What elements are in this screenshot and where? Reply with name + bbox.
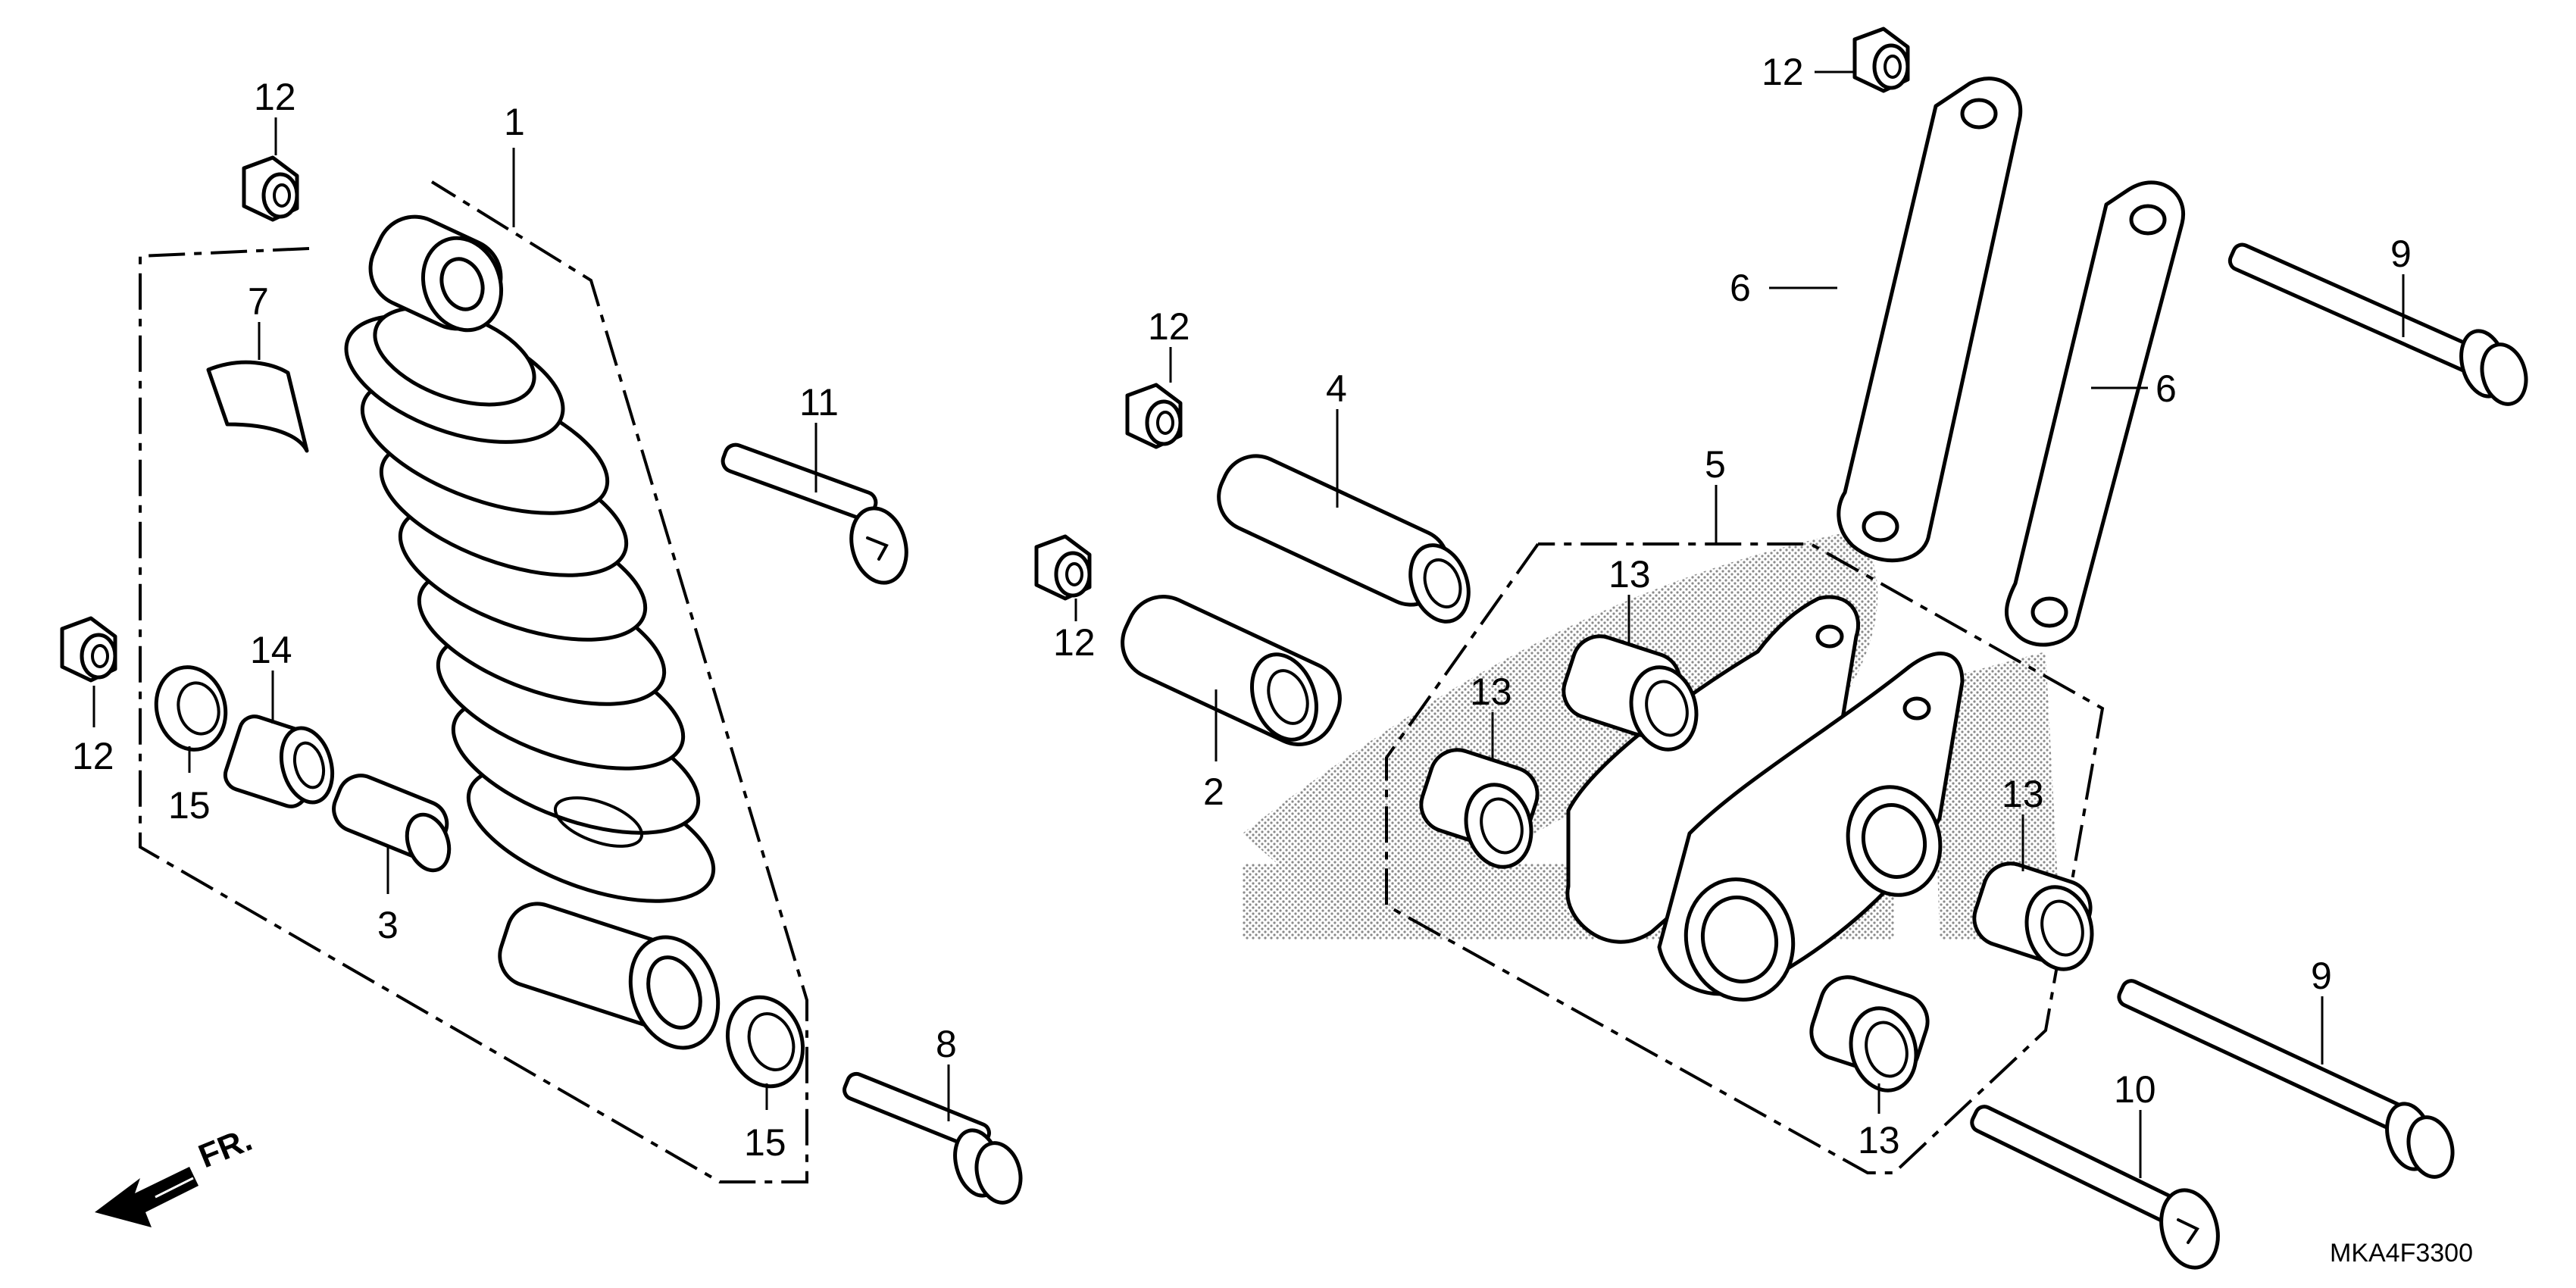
label-sticker (206, 360, 309, 453)
callout-4: 4 (1326, 367, 1347, 410)
dust-seal-left (154, 665, 228, 752)
callout-9-bottom: 9 (2311, 955, 2332, 997)
collar-2 (1121, 595, 1342, 746)
collar-short (332, 774, 452, 873)
direction-label: FR. (193, 1121, 257, 1175)
callout-13-bottom: 13 (1858, 1119, 1900, 1161)
callout-12-top-left: 12 (254, 76, 296, 118)
callout-15-left: 15 (168, 784, 211, 827)
callout-12-top-right: 12 (1762, 51, 1804, 93)
dust-seal-bottom (725, 995, 805, 1089)
link-group-outline (1385, 542, 2105, 1174)
callout-12-center-top: 12 (1148, 305, 1190, 348)
shock-group-outline (139, 180, 808, 1183)
cushion-link-arm (1565, 595, 1965, 1002)
flange-nut-left (60, 616, 117, 683)
leader-lines (92, 70, 2405, 1178)
callout-9-top: 9 (2390, 233, 2412, 275)
callout-5: 5 (1705, 443, 1726, 486)
callout-15-bottom: 15 (744, 1121, 786, 1164)
callout-1: 1 (504, 101, 525, 143)
callout-13-right: 13 (2002, 773, 2044, 815)
callout-8: 8 (936, 1023, 957, 1065)
callout-13-top: 13 (1608, 553, 1651, 596)
flange-nut-top-left (242, 155, 299, 222)
link-bearing-top (1562, 634, 1699, 752)
needle-bearing (223, 714, 335, 808)
callout-10: 10 (2114, 1068, 2156, 1111)
link-bearing-right (1972, 861, 2094, 971)
flange-bolt-8 (843, 1071, 1023, 1205)
callout-13-left: 13 (1470, 671, 1512, 713)
callout-7: 7 (248, 280, 269, 323)
socket-bolt-10 (1970, 1105, 2220, 1270)
flange-nut-top-right (1852, 27, 1910, 93)
cushion-rod-right (2004, 180, 2185, 647)
callout-2: 2 (1203, 771, 1224, 813)
callout-12-left: 12 (72, 735, 114, 777)
callout-6-left: 6 (1730, 267, 1751, 309)
link-arm-group (1385, 77, 2185, 1174)
front-direction-arrow (95, 1167, 199, 1227)
callout-14: 14 (250, 629, 292, 671)
rear-shock-absorber (344, 214, 721, 1050)
callout-11: 11 (799, 381, 839, 424)
callout-12-center-lower: 12 (1053, 621, 1096, 664)
shock-absorber-group (60, 155, 808, 1183)
collar-4 (1217, 454, 1471, 624)
flange-bolt-9-top (2227, 242, 2528, 406)
link-bearing-left (1419, 748, 1540, 869)
callout-6-right: 6 (2156, 367, 2177, 410)
flange-nut-center-lower (1034, 534, 1092, 601)
cushion-rod-left (1837, 77, 2023, 563)
socket-bolt-11 (721, 442, 908, 585)
flange-nut-center (1125, 383, 1183, 449)
flange-bolt-9-bottom (2117, 979, 2455, 1179)
callout-3: 3 (377, 904, 399, 946)
link-bearing-bottom (1809, 975, 1930, 1093)
callouts: 1 2 3 4 5 6 6 7 8 9 9 10 11 12 12 12 12 … (72, 51, 2412, 1164)
part-code: MKA4F3300 (2330, 1239, 2473, 1268)
